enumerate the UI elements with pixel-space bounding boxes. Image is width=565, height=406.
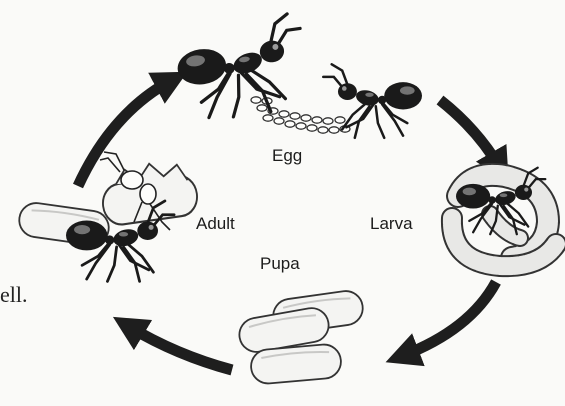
arrow-egg-to-larva xyxy=(440,100,500,168)
stage-label-egg: Egg xyxy=(272,146,302,166)
worker-ant-icon xyxy=(323,64,422,138)
stage-label-larva: Larva xyxy=(370,214,413,234)
pupa-icon xyxy=(237,289,365,385)
arrow-pupa-to-adult xyxy=(128,326,232,370)
arrow-larva-to-pupa xyxy=(402,282,496,356)
stage-label-adult: Adult xyxy=(196,214,235,234)
queen-ant-icon xyxy=(172,12,311,123)
stage-label-pupa: Pupa xyxy=(260,254,300,274)
cut-off-text-fragment: ell. xyxy=(0,282,28,308)
cocoon-icon xyxy=(17,158,200,247)
